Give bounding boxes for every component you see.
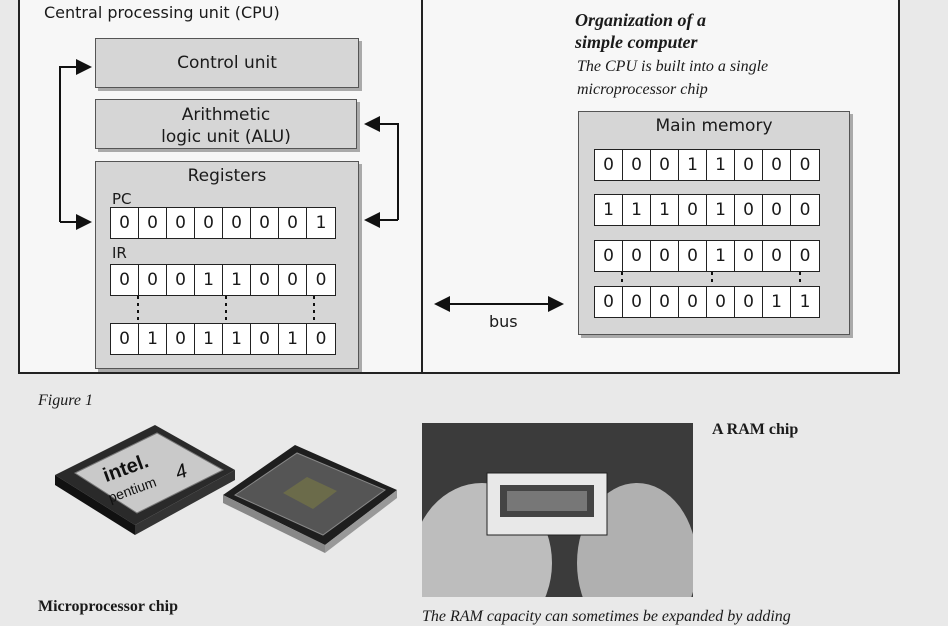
bit-cell: 0 xyxy=(167,265,195,295)
bit-cell: 0 xyxy=(679,195,707,225)
bus-label: bus xyxy=(489,312,518,331)
bit-cell: 0 xyxy=(111,208,139,238)
bit-cell: 1 xyxy=(707,150,735,180)
bit-cell: 0 xyxy=(679,241,707,271)
bit-cell: 0 xyxy=(315,270,327,290)
figure-label: Figure 1 xyxy=(38,392,93,409)
bit-cell: 0 xyxy=(111,265,139,295)
organization-subtitle: The CPU is built into a single microproc… xyxy=(577,55,768,101)
bit-cell: 0 xyxy=(679,287,707,317)
organization-subtitle-line1: The CPU is built into a single xyxy=(577,58,769,75)
alu-label-line2: logic unit (ALU) xyxy=(161,127,291,147)
microprocessor-chip-image: intel. pentium 4 xyxy=(55,425,397,553)
bit-cell: 0 xyxy=(707,287,735,317)
bit-cell: 0 xyxy=(651,241,679,271)
bit-cell: 0 xyxy=(167,324,195,354)
bit-cell: 1 xyxy=(679,150,707,180)
bit-cell: 0 xyxy=(623,150,651,180)
bit-cell: 0 xyxy=(223,208,251,238)
bit-cell: 0 xyxy=(251,265,279,295)
control-unit-label: Control unit xyxy=(177,53,277,73)
microprocessor-chip-label: Microprocessor chip xyxy=(38,598,178,615)
bit-cell: 0 xyxy=(735,241,763,271)
bit-cell: 0 xyxy=(763,150,791,180)
bit-cell: 1 xyxy=(707,241,735,271)
ram-caption: The RAM capacity can sometimes be expand… xyxy=(422,608,791,625)
bit-cell: 0 xyxy=(111,324,139,354)
organization-subtitle-line2: microprocessor chip xyxy=(577,81,708,98)
control-unit-box: Control unit xyxy=(95,38,359,88)
bit-cell: 0 xyxy=(763,195,791,225)
organization-title: Organization of a simple computer xyxy=(575,9,706,53)
bit-cell: 1 xyxy=(195,324,223,354)
bit-cell: 1 xyxy=(763,287,791,317)
bit-cell: 0 xyxy=(279,208,307,238)
pentium-chip-top xyxy=(55,425,235,535)
alu-box: Arithmetic logic unit (ALU) xyxy=(95,99,357,149)
bit-cell: 1 xyxy=(279,324,307,354)
bit-cell: 0 xyxy=(799,246,811,266)
ir-label: IR xyxy=(112,244,127,262)
bit-cell: 0 xyxy=(251,324,279,354)
panel-divider xyxy=(421,0,423,372)
bit-cell: 0 xyxy=(139,265,167,295)
bit-cell: 1 xyxy=(195,265,223,295)
bit-cell: 0 xyxy=(595,241,623,271)
bit-cell: 1 xyxy=(223,324,251,354)
bit-cell: 0 xyxy=(651,287,679,317)
bit-cell: 0 xyxy=(167,208,195,238)
ram-chip-illustration xyxy=(422,423,693,597)
bit-cell: 0 xyxy=(735,287,763,317)
bit-cell: 1 xyxy=(707,195,735,225)
bit-cell: 0 xyxy=(623,287,651,317)
bit-cell: 0 xyxy=(315,329,327,349)
bit-cell: 1 xyxy=(623,195,651,225)
registers-title: Registers xyxy=(187,166,267,186)
bit-cell: 0 xyxy=(799,200,811,220)
alu-label-line1: Arithmetic xyxy=(181,105,271,125)
bit-cell: 0 xyxy=(595,150,623,180)
bit-cell: 1 xyxy=(651,195,679,225)
bit-cell: 0 xyxy=(251,208,279,238)
bit-cell: 1 xyxy=(223,265,251,295)
bit-cell: 0 xyxy=(651,150,679,180)
pc-label: PC xyxy=(112,190,132,208)
bit-cell: 0 xyxy=(595,287,623,317)
bit-cell: 1 xyxy=(315,213,327,233)
organization-title-line1: Organization of a xyxy=(575,10,707,30)
organization-title-line2: simple computer xyxy=(575,32,698,52)
bit-cell: 1 xyxy=(799,292,811,312)
bit-cell: 0 xyxy=(139,208,167,238)
pentium-chip-bottom xyxy=(223,445,397,553)
bit-cell: 0 xyxy=(735,195,763,225)
bit-cell: 0 xyxy=(623,241,651,271)
bit-cell: 0 xyxy=(799,155,811,175)
ram-chip-label: A RAM chip xyxy=(712,421,799,438)
bit-cell: 1 xyxy=(595,195,623,225)
bit-cell: 0 xyxy=(763,241,791,271)
bit-cell: 0 xyxy=(279,265,307,295)
bit-cell: 0 xyxy=(195,208,223,238)
cpu-title: Central processing unit (CPU) xyxy=(44,3,280,22)
bit-cell: 1 xyxy=(139,324,167,354)
bit-cell: 0 xyxy=(735,150,763,180)
main-memory-title: Main memory xyxy=(655,116,773,136)
ram-chip-photo xyxy=(422,423,693,597)
